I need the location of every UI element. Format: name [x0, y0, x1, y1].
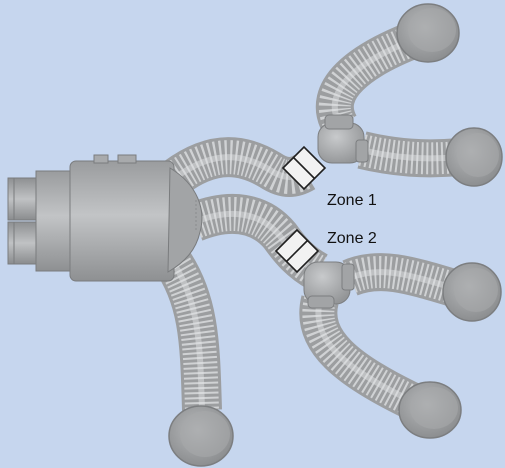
- terminal-cap-top: [396, 3, 460, 63]
- splitter-zone1: [317, 114, 369, 164]
- zone-1-label: Zone 1: [327, 192, 377, 209]
- terminal-cap-zone1-right: [445, 127, 503, 187]
- terminal-cap-zone2-right: [442, 262, 502, 322]
- ventilation-unit: [7, 154, 203, 282]
- duct-lower-outlet: [153, 246, 222, 411]
- damper-zone2: [274, 228, 320, 274]
- terminal-cap-bottom: [168, 405, 234, 467]
- duct-zone2-branch-down: [299, 295, 429, 423]
- damper-zone1: [281, 145, 327, 191]
- zone-2-label: Zone 2: [327, 230, 377, 247]
- duct-zone1-branch-up: [315, 20, 425, 135]
- terminal-cap-bottom-right: [398, 381, 462, 439]
- splitter-zone2: [303, 261, 355, 309]
